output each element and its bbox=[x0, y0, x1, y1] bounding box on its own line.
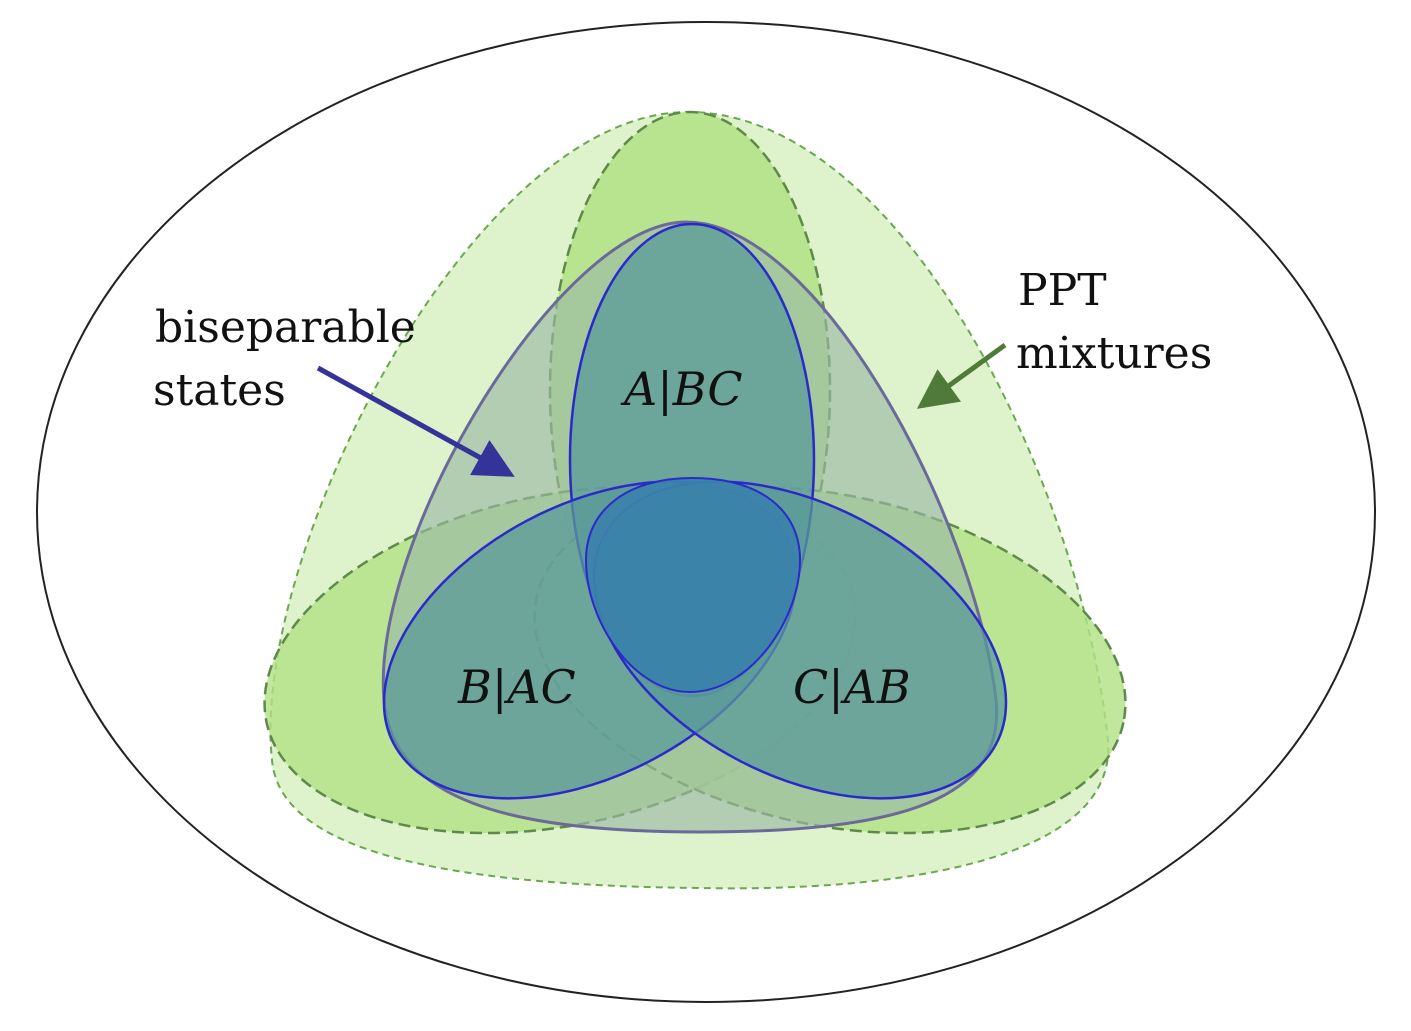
a-bc-label: A|BC bbox=[620, 362, 743, 416]
biseparable-label-line1: biseparable bbox=[155, 302, 416, 353]
biseparable-arrow bbox=[316, 365, 515, 477]
b-ac-label: B|AC bbox=[457, 660, 576, 714]
fully-separable-center bbox=[584, 476, 802, 694]
biseparable-label-line2: states bbox=[153, 365, 286, 416]
c-ab-label: C|AB bbox=[793, 660, 911, 714]
ppt-arrow bbox=[916, 342, 1007, 409]
ppt-label-line2: mixtures bbox=[1016, 328, 1212, 379]
ppt-label-line1: PPT bbox=[1018, 265, 1107, 316]
